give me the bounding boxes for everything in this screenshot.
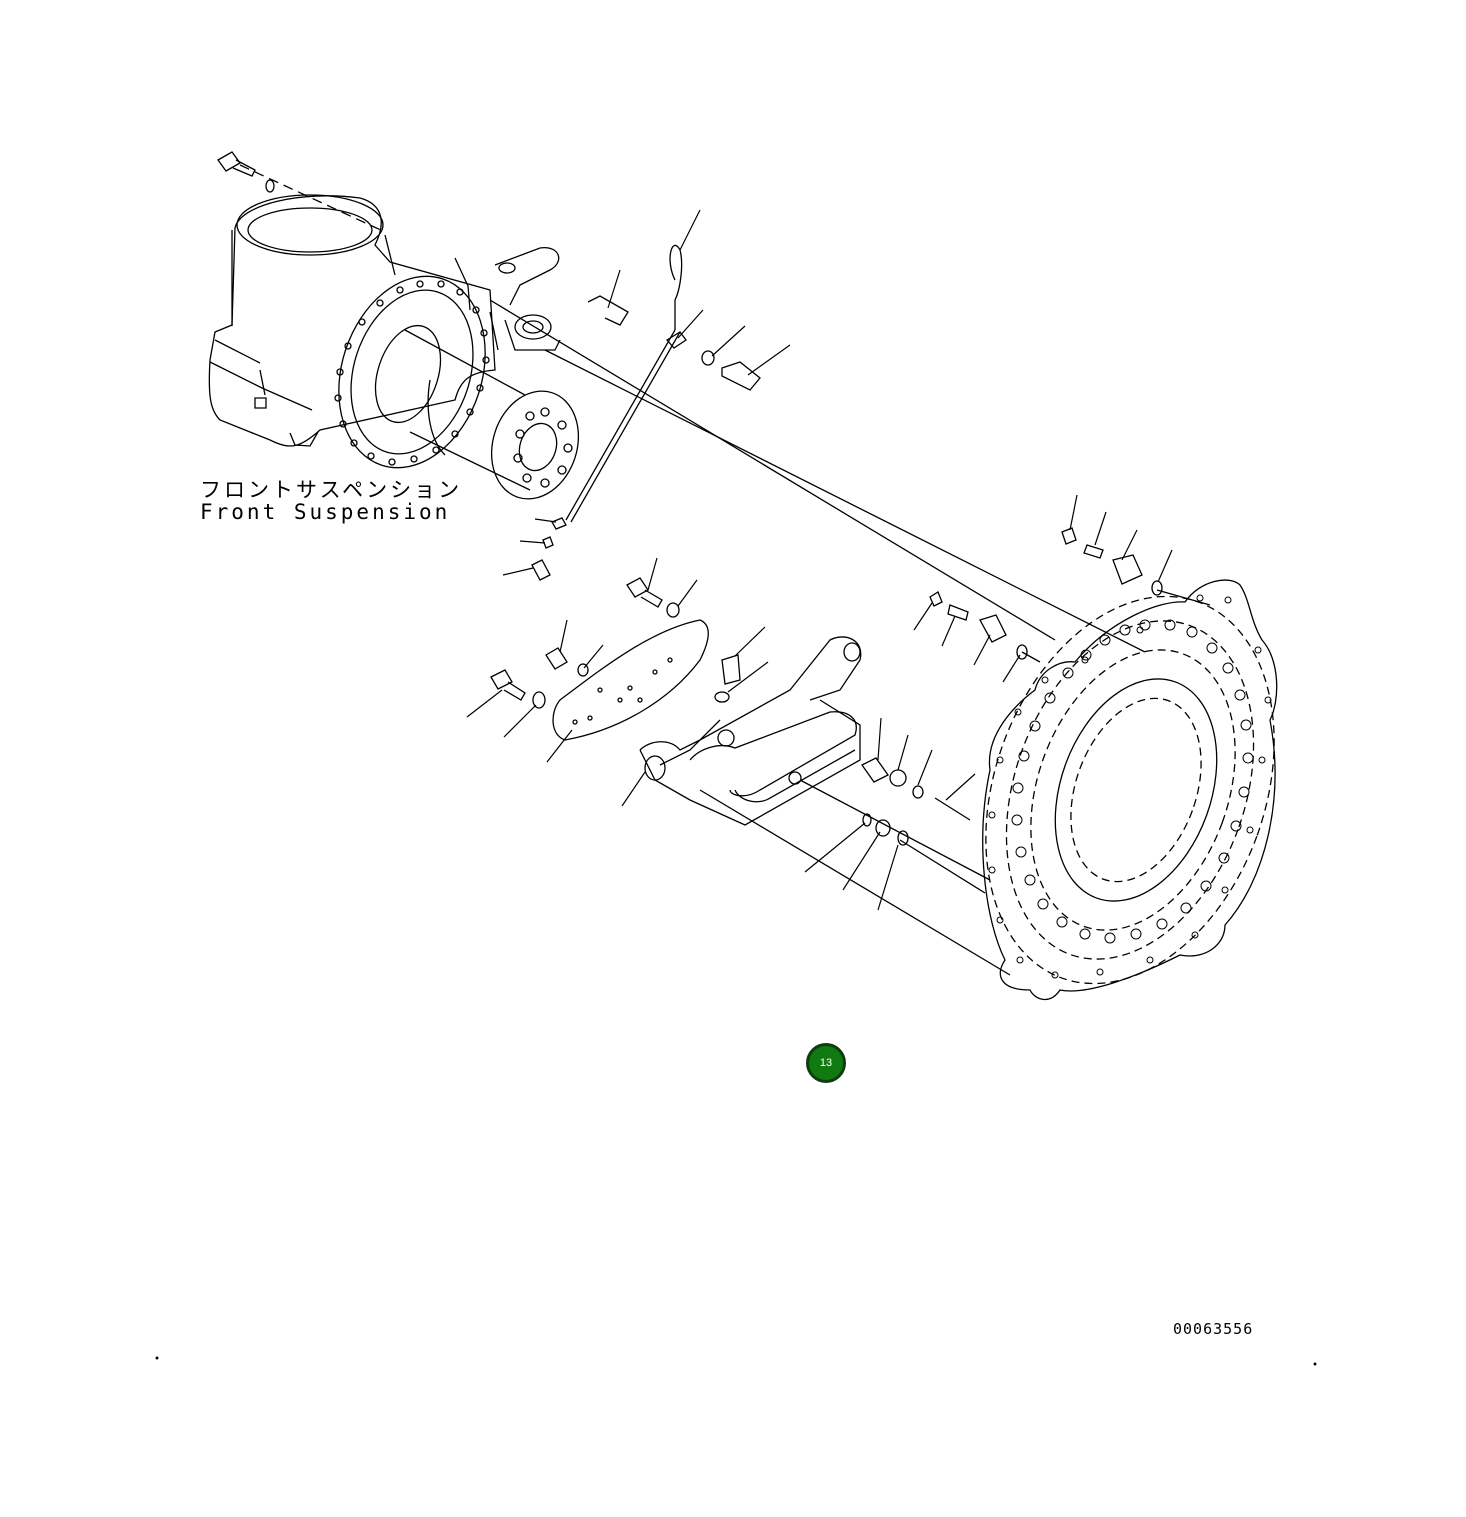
caliper-fasteners — [490, 577, 680, 709]
front-suspension-housing — [208, 194, 580, 500]
hose-clip-parts — [587, 295, 761, 391]
part-name-japanese: フロントサスペンション — [200, 478, 463, 502]
part-name-english: Front Suspension — [200, 500, 451, 524]
pad-holes — [572, 657, 673, 725]
brake-hose — [531, 244, 683, 581]
spindle-bolt-holes — [513, 407, 573, 488]
bolt-top-left — [217, 151, 275, 193]
callout-marker[interactable]: 13 — [806, 1043, 846, 1083]
disc-holes — [1011, 619, 1254, 944]
drawing-number: 00063556 — [1173, 1320, 1254, 1338]
disc-bolt-holes — [988, 594, 1272, 979]
flange-bolt-holes — [334, 280, 490, 466]
brake-disc — [982, 579, 1278, 1001]
corner-marks — [155, 1356, 1317, 1366]
brake-caliper-assembly — [552, 619, 862, 826]
leader-lines — [466, 209, 1173, 911]
bleeder-fittings — [861, 527, 1163, 846]
